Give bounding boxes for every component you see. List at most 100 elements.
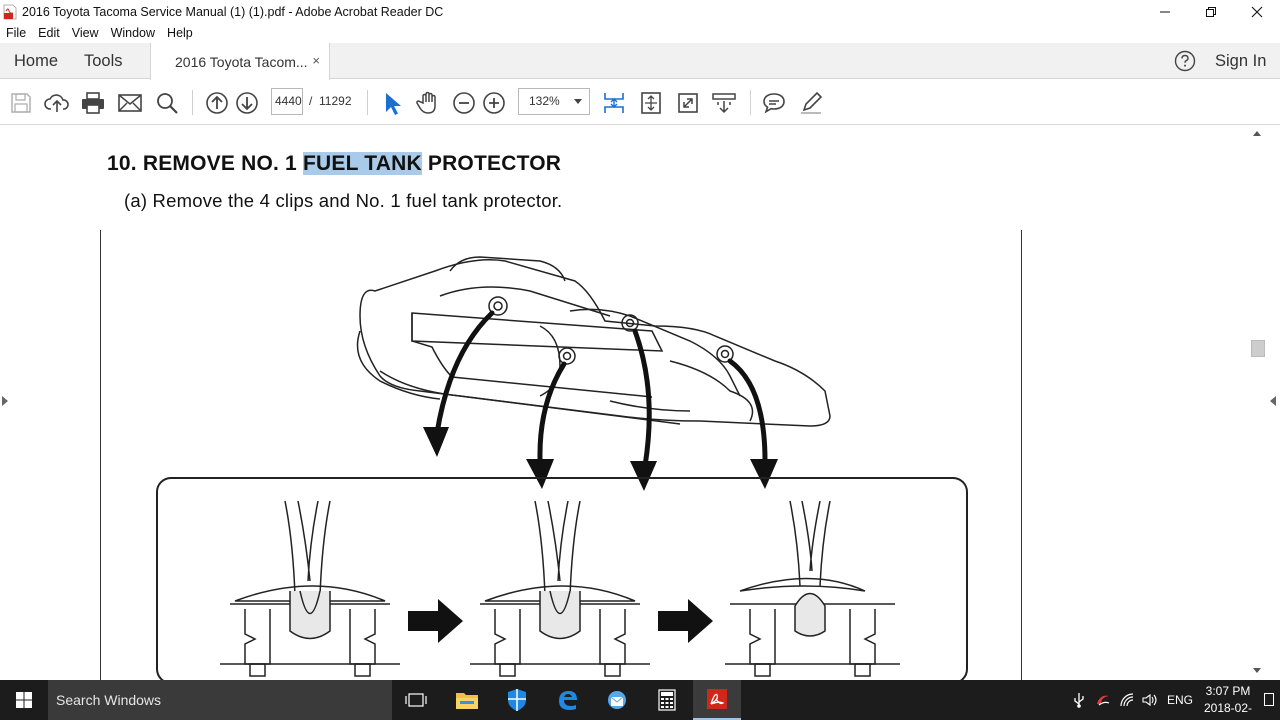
- scroll-up-icon[interactable]: [1253, 131, 1261, 136]
- page-number-input[interactable]: 4440: [271, 88, 303, 115]
- tray-app[interactable]: [1092, 680, 1114, 720]
- save-icon: [11, 93, 31, 113]
- wifi-icon: [1120, 693, 1134, 707]
- chevron-down-icon: [574, 99, 582, 104]
- full-screen-button[interactable]: [675, 90, 701, 116]
- search-button[interactable]: [154, 90, 180, 116]
- figure-left-border: [100, 230, 101, 680]
- acrobat-app-icon: [3, 4, 17, 19]
- document-viewer[interactable]: 10. REMOVE NO. 1 FUEL TANK PROTECTOR (a)…: [0, 126, 1280, 680]
- clock-time: 3:07 PM: [1205, 684, 1251, 698]
- sign-in-link[interactable]: Sign In: [1215, 52, 1267, 70]
- step-instruction: (a) Remove the 4 clips and No. 1 fuel ta…: [124, 190, 563, 211]
- zoom-in-button[interactable]: [481, 90, 507, 116]
- menu-file[interactable]: File: [6, 26, 27, 40]
- mail-app-button[interactable]: [593, 680, 641, 720]
- search-highlight: FUEL TANK: [302, 152, 422, 175]
- scroll-mode-icon: [604, 93, 624, 113]
- calculator-icon: [658, 689, 676, 711]
- edge-icon: [559, 691, 577, 710]
- scroll-down-icon[interactable]: [1253, 668, 1261, 673]
- save-button[interactable]: [8, 90, 34, 116]
- close-window-button[interactable]: [1234, 0, 1280, 23]
- download-tray-icon: [712, 93, 736, 114]
- fuel-tank-protector-illustration: [156, 256, 968, 680]
- toolbar-separator: [367, 90, 368, 115]
- scroll-thumb[interactable]: [1251, 340, 1265, 357]
- rotate-button[interactable]: [638, 90, 664, 116]
- usb-icon: [1074, 693, 1084, 708]
- plus-circle-icon: [483, 92, 505, 114]
- arrow-down-circle-icon: [236, 92, 258, 114]
- notifications-button[interactable]: [1262, 680, 1276, 720]
- minus-circle-icon: [453, 92, 475, 114]
- fit-page-button[interactable]: [601, 90, 627, 116]
- calculator-button[interactable]: [643, 680, 691, 720]
- window-title: 2016 Toyota Tacoma Service Manual (1) (1…: [22, 4, 444, 19]
- speaker-icon: [1142, 693, 1157, 707]
- restore-icon: [1206, 6, 1216, 17]
- task-view-icon: [405, 693, 427, 707]
- file-explorer-button[interactable]: [443, 680, 491, 720]
- folder-icon: [456, 693, 478, 709]
- windows-logo-icon: [16, 692, 32, 708]
- menu-window[interactable]: Window: [110, 26, 156, 40]
- cloud-upload-icon: [44, 94, 69, 112]
- highlight-button[interactable]: [798, 90, 824, 116]
- start-button[interactable]: [0, 680, 48, 720]
- menu-edit[interactable]: Edit: [38, 26, 60, 40]
- expand-icon: [678, 93, 698, 113]
- speech-bubble-icon: [763, 93, 785, 114]
- tray-volume[interactable]: [1139, 680, 1161, 720]
- figure-right-border: [1021, 230, 1022, 680]
- close-tab-icon[interactable]: ×: [312, 53, 320, 68]
- clock-date: 2018-02-15: [1203, 701, 1253, 720]
- email-button[interactable]: [117, 90, 143, 116]
- edge-browser-button[interactable]: [543, 680, 591, 720]
- task-view-button[interactable]: [392, 680, 440, 720]
- zoom-out-button[interactable]: [451, 90, 477, 116]
- vertical-scrollbar[interactable]: [1249, 126, 1266, 680]
- acrobat-taskbar-button[interactable]: [693, 680, 741, 720]
- title-bar: 2016 Toyota Tacoma Service Manual (1) (1…: [0, 0, 1280, 23]
- toolbar: [0, 80, 1280, 125]
- search-icon: [157, 93, 178, 114]
- mail-globe-icon: [608, 691, 626, 709]
- menu-help[interactable]: Help: [167, 26, 193, 40]
- section-heading: 10. REMOVE NO. 1 FUEL TANK PROTECTOR: [107, 152, 561, 176]
- zoom-select[interactable]: 132%: [518, 88, 590, 115]
- page-total: / 11292: [309, 88, 352, 115]
- tab-tools[interactable]: Tools: [84, 52, 123, 70]
- help-icon[interactable]: [1174, 50, 1196, 72]
- upload-button[interactable]: [44, 90, 70, 116]
- restore-button[interactable]: [1188, 0, 1234, 23]
- print-button[interactable]: [80, 90, 106, 116]
- windows-taskbar: Search Windows: [0, 680, 1280, 720]
- select-tool-button[interactable]: [379, 90, 405, 116]
- arrow-up-circle-icon: [206, 92, 228, 114]
- menu-view[interactable]: View: [71, 26, 99, 40]
- read-mode-button[interactable]: [711, 90, 737, 116]
- next-page-button[interactable]: [234, 90, 260, 116]
- toolbar-separator: [750, 90, 751, 115]
- language-indicator[interactable]: ENG: [1166, 693, 1193, 707]
- comment-button[interactable]: [761, 90, 787, 116]
- previous-page-button[interactable]: [204, 90, 230, 116]
- right-panel-toggle-icon[interactable]: [1270, 396, 1276, 406]
- taskbar-search-box[interactable]: Search Windows: [48, 680, 392, 720]
- defender-button[interactable]: [493, 680, 541, 720]
- hand-tool-button[interactable]: [415, 90, 441, 116]
- minimize-icon: [1160, 11, 1170, 12]
- cursor-arrow-icon: [386, 93, 401, 115]
- tray-wifi[interactable]: [1116, 680, 1138, 720]
- tab-home[interactable]: Home: [14, 52, 59, 70]
- tray-usb[interactable]: [1068, 680, 1090, 720]
- menu-bar: File Edit View Window Help: [0, 23, 1280, 43]
- system-clock[interactable]: 3:07 PM 2018-02-15: [1200, 683, 1256, 720]
- envelope-icon: [118, 94, 142, 112]
- tab-document[interactable]: 2016 Toyota Tacom... ×: [150, 43, 330, 80]
- minimize-button[interactable]: [1142, 0, 1188, 23]
- left-panel-toggle-icon[interactable]: [2, 396, 8, 406]
- page-count: 11292: [319, 94, 352, 108]
- notification-icon: [1264, 693, 1274, 706]
